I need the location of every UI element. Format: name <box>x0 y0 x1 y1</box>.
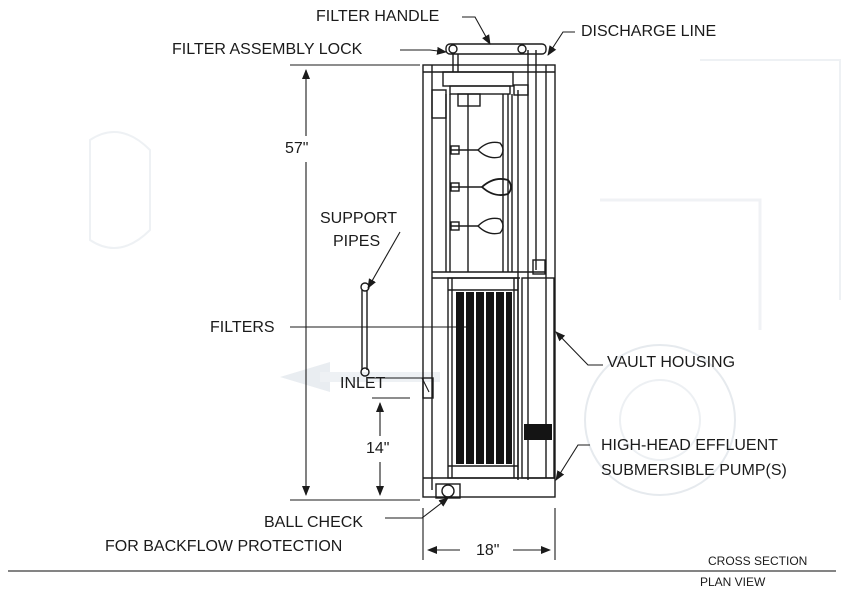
label-inlet: INLET <box>340 375 386 392</box>
float-switches <box>450 141 512 235</box>
label-filter-assembly-lock: FILTER ASSEMBLY LOCK <box>172 41 363 58</box>
filter-assembly-rods <box>432 93 546 279</box>
label-filters: FILTERS <box>210 319 275 336</box>
label-backflow: FOR BACKFLOW PROTECTION <box>105 538 343 555</box>
label-pump-line2: SUBMERSIBLE PUMP(S) <box>601 462 787 479</box>
dimensions <box>290 64 556 560</box>
label-height-57: 57" <box>285 140 309 157</box>
leaders <box>290 16 603 519</box>
support-pipe <box>360 282 370 377</box>
pump-motor <box>524 424 552 440</box>
label-ball-check: BALL CHECK <box>264 514 363 531</box>
filter-housing <box>447 277 519 479</box>
label-support: SUPPORT <box>320 210 398 227</box>
filter-cartridges <box>456 292 512 464</box>
inlet-pipe <box>422 377 434 399</box>
filter-handle <box>445 43 547 72</box>
label-pipes: PIPES <box>333 233 381 250</box>
label-vault-housing: VAULT HOUSING <box>607 354 736 371</box>
vault-lid <box>423 71 555 119</box>
pump <box>521 277 555 479</box>
label-filter-handle: FILTER HANDLE <box>316 8 440 25</box>
label-height-14: 14" <box>366 440 390 457</box>
label-discharge-line: DISCHARGE LINE <box>581 23 717 40</box>
label-width-18: 18" <box>476 542 500 559</box>
label-cross-section: CROSS SECTION <box>708 554 808 568</box>
label-plan-view: PLAN VIEW <box>700 575 766 589</box>
label-pump-line1: HIGH-HEAD EFFLUENT <box>601 437 778 454</box>
ball-check <box>435 483 461 499</box>
